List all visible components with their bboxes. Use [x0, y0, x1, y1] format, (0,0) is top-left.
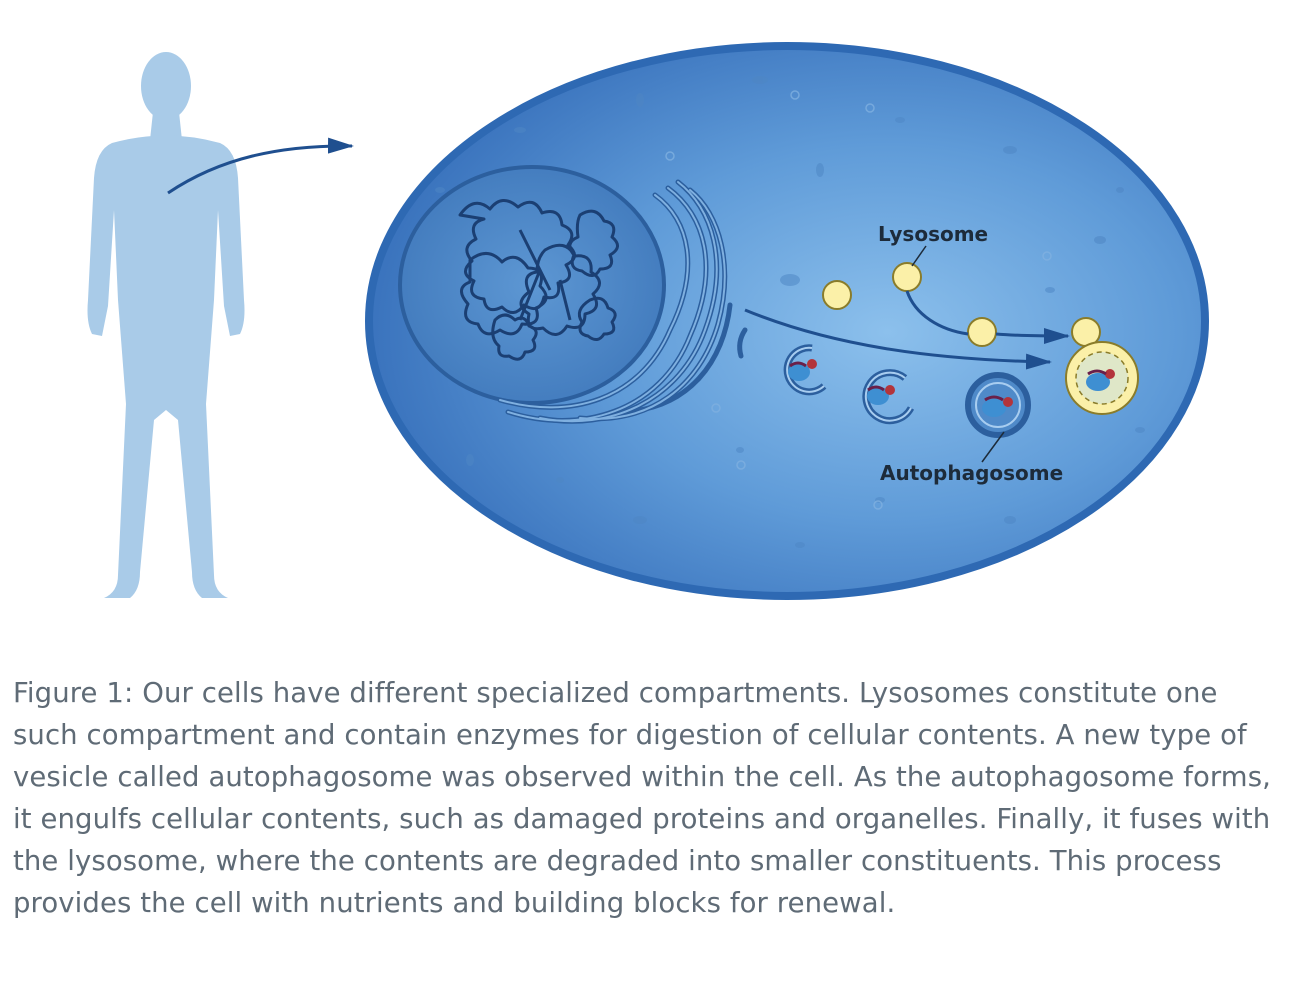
autophagosome-path-arrow: [744, 308, 1052, 370]
phagophore-fragment: [737, 327, 748, 359]
body-to-cell-arrow: [167, 137, 354, 195]
autophagosome-leader-line: [981, 431, 1005, 463]
autophagosome-label: Autophagosome: [880, 461, 1063, 485]
cytoplasm-speckles: [435, 76, 1145, 548]
cell: Lysosome Autophagosome: [365, 42, 1209, 600]
autolysosome: [1065, 341, 1139, 415]
human-body-silhouette: [87, 52, 245, 598]
diagram-canvas: Lysosome Autophagosome: [87, 42, 1209, 600]
phagophore-2: [862, 369, 915, 425]
nucleus: [398, 165, 666, 405]
lysosome-label: Lysosome: [878, 222, 988, 246]
lysosome-leader-line: [911, 245, 927, 267]
chromatin: [458, 199, 619, 361]
phagophore-1: [783, 344, 827, 396]
autophagosome-vesicle: [965, 372, 1031, 438]
figure-caption: Figure 1: Our cells have different speci…: [13, 677, 1271, 919]
endoplasmic-reticulum-lumen: [499, 181, 726, 423]
cytoplasm-vesicles-small: [665, 90, 1052, 510]
figure-diagram: Lysosome Autophagosome: [87, 42, 1209, 600]
lysosome-path-arrow: [905, 290, 1068, 336]
